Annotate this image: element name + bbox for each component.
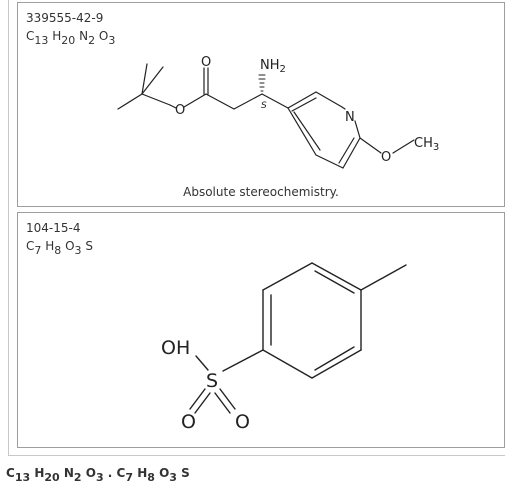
formula-count: 20	[44, 471, 60, 484]
atom-label-n: N	[345, 110, 355, 125]
bond	[341, 106, 346, 110]
formula-count: 2	[73, 471, 82, 484]
formula-count: 13	[14, 471, 31, 484]
atom-label-s: S	[206, 370, 218, 392]
bond	[141, 63, 148, 95]
bond	[359, 137, 382, 154]
bond	[205, 93, 235, 110]
cas-number: 339555-42-9	[26, 11, 104, 25]
formula-element: H	[52, 29, 62, 43]
bond	[342, 137, 361, 169]
record-frame	[8, 0, 505, 456]
bond	[261, 93, 289, 109]
bond	[314, 346, 355, 371]
bond	[262, 262, 313, 291]
bond	[183, 93, 207, 108]
bond	[262, 349, 313, 379]
structure-diagram-1: O O NH2 S N O CH3	[117, 55, 439, 169]
bond	[314, 270, 355, 294]
atom-label-o: O	[201, 55, 211, 70]
bond	[360, 264, 407, 291]
formula-count: 7	[34, 244, 42, 257]
formula-element: C	[6, 466, 15, 480]
bond	[338, 137, 355, 164]
bond	[117, 93, 143, 110]
component-panel-1: 339555-42-9 C13 H20 N2 O3	[17, 2, 505, 207]
bond	[233, 93, 263, 110]
formula-count: 3	[95, 471, 104, 484]
molecular-formula: C13 H20 N2 O3	[26, 29, 115, 46]
bond	[392, 139, 415, 154]
bond	[194, 392, 211, 414]
formula-element: O	[85, 466, 96, 480]
bond	[354, 120, 361, 139]
formula-count: 3	[169, 471, 177, 484]
formula-count: 3	[74, 244, 82, 257]
atom-label-nh2: NH2	[260, 58, 286, 75]
atom-label-oh: OH	[161, 337, 190, 359]
bond	[315, 91, 343, 108]
mixture-formula: C13 H20 N2 O3 . C7 H8 O3 S	[6, 466, 190, 484]
formula-element: S	[85, 239, 93, 253]
formula-element: H	[137, 466, 148, 480]
formula-element: O	[159, 466, 170, 480]
formula-count: 8	[147, 471, 155, 484]
atom-label-o: O	[181, 411, 196, 433]
atom-label-o: O	[381, 150, 391, 165]
bond	[141, 66, 164, 95]
bond	[214, 392, 231, 414]
bond	[222, 349, 264, 372]
stereo-note: Absolute stereochemistry.	[183, 185, 339, 199]
formula-element: H	[45, 239, 55, 253]
atom-label-o: O	[235, 411, 250, 433]
formula-element: N	[63, 466, 74, 480]
formula-count: 20	[61, 34, 76, 47]
formula-element: C	[26, 29, 35, 43]
stereo-wedge	[258, 74, 266, 92]
atom-label-o: O	[175, 103, 185, 118]
formula-element: C	[116, 466, 126, 480]
bond	[291, 97, 317, 112]
formula-element: S	[181, 466, 190, 480]
formula-element: N	[79, 29, 89, 43]
formula-element: O	[65, 239, 75, 253]
bond	[195, 355, 209, 371]
atom-label-ch3: CH3	[414, 136, 439, 153]
bond	[311, 349, 362, 379]
bond	[287, 91, 317, 109]
stereo-label: S	[261, 101, 267, 111]
structure-diagram-2: OH S O O	[161, 262, 407, 433]
bond	[141, 93, 171, 106]
bond	[219, 388, 236, 410]
formula-element: O	[98, 29, 109, 43]
formula-count: 3	[108, 34, 116, 47]
bond	[311, 262, 362, 291]
bond	[315, 154, 344, 169]
formula-count: 7	[125, 471, 134, 484]
cas-number: 104-15-4	[26, 221, 81, 235]
formula-element: H	[34, 466, 45, 480]
formula-element: C	[26, 239, 35, 253]
formula-count: 13	[34, 34, 49, 47]
formula-count: 2	[88, 34, 96, 47]
formula-count: 8	[54, 244, 62, 257]
bond	[293, 111, 321, 151]
bond	[169, 104, 177, 109]
molecular-formula: C7 H8 O3 S	[26, 239, 93, 256]
bond	[189, 388, 206, 410]
bond	[287, 107, 317, 156]
component-panel-2: 104-15-4 C7 H8 O3 S	[17, 212, 505, 448]
